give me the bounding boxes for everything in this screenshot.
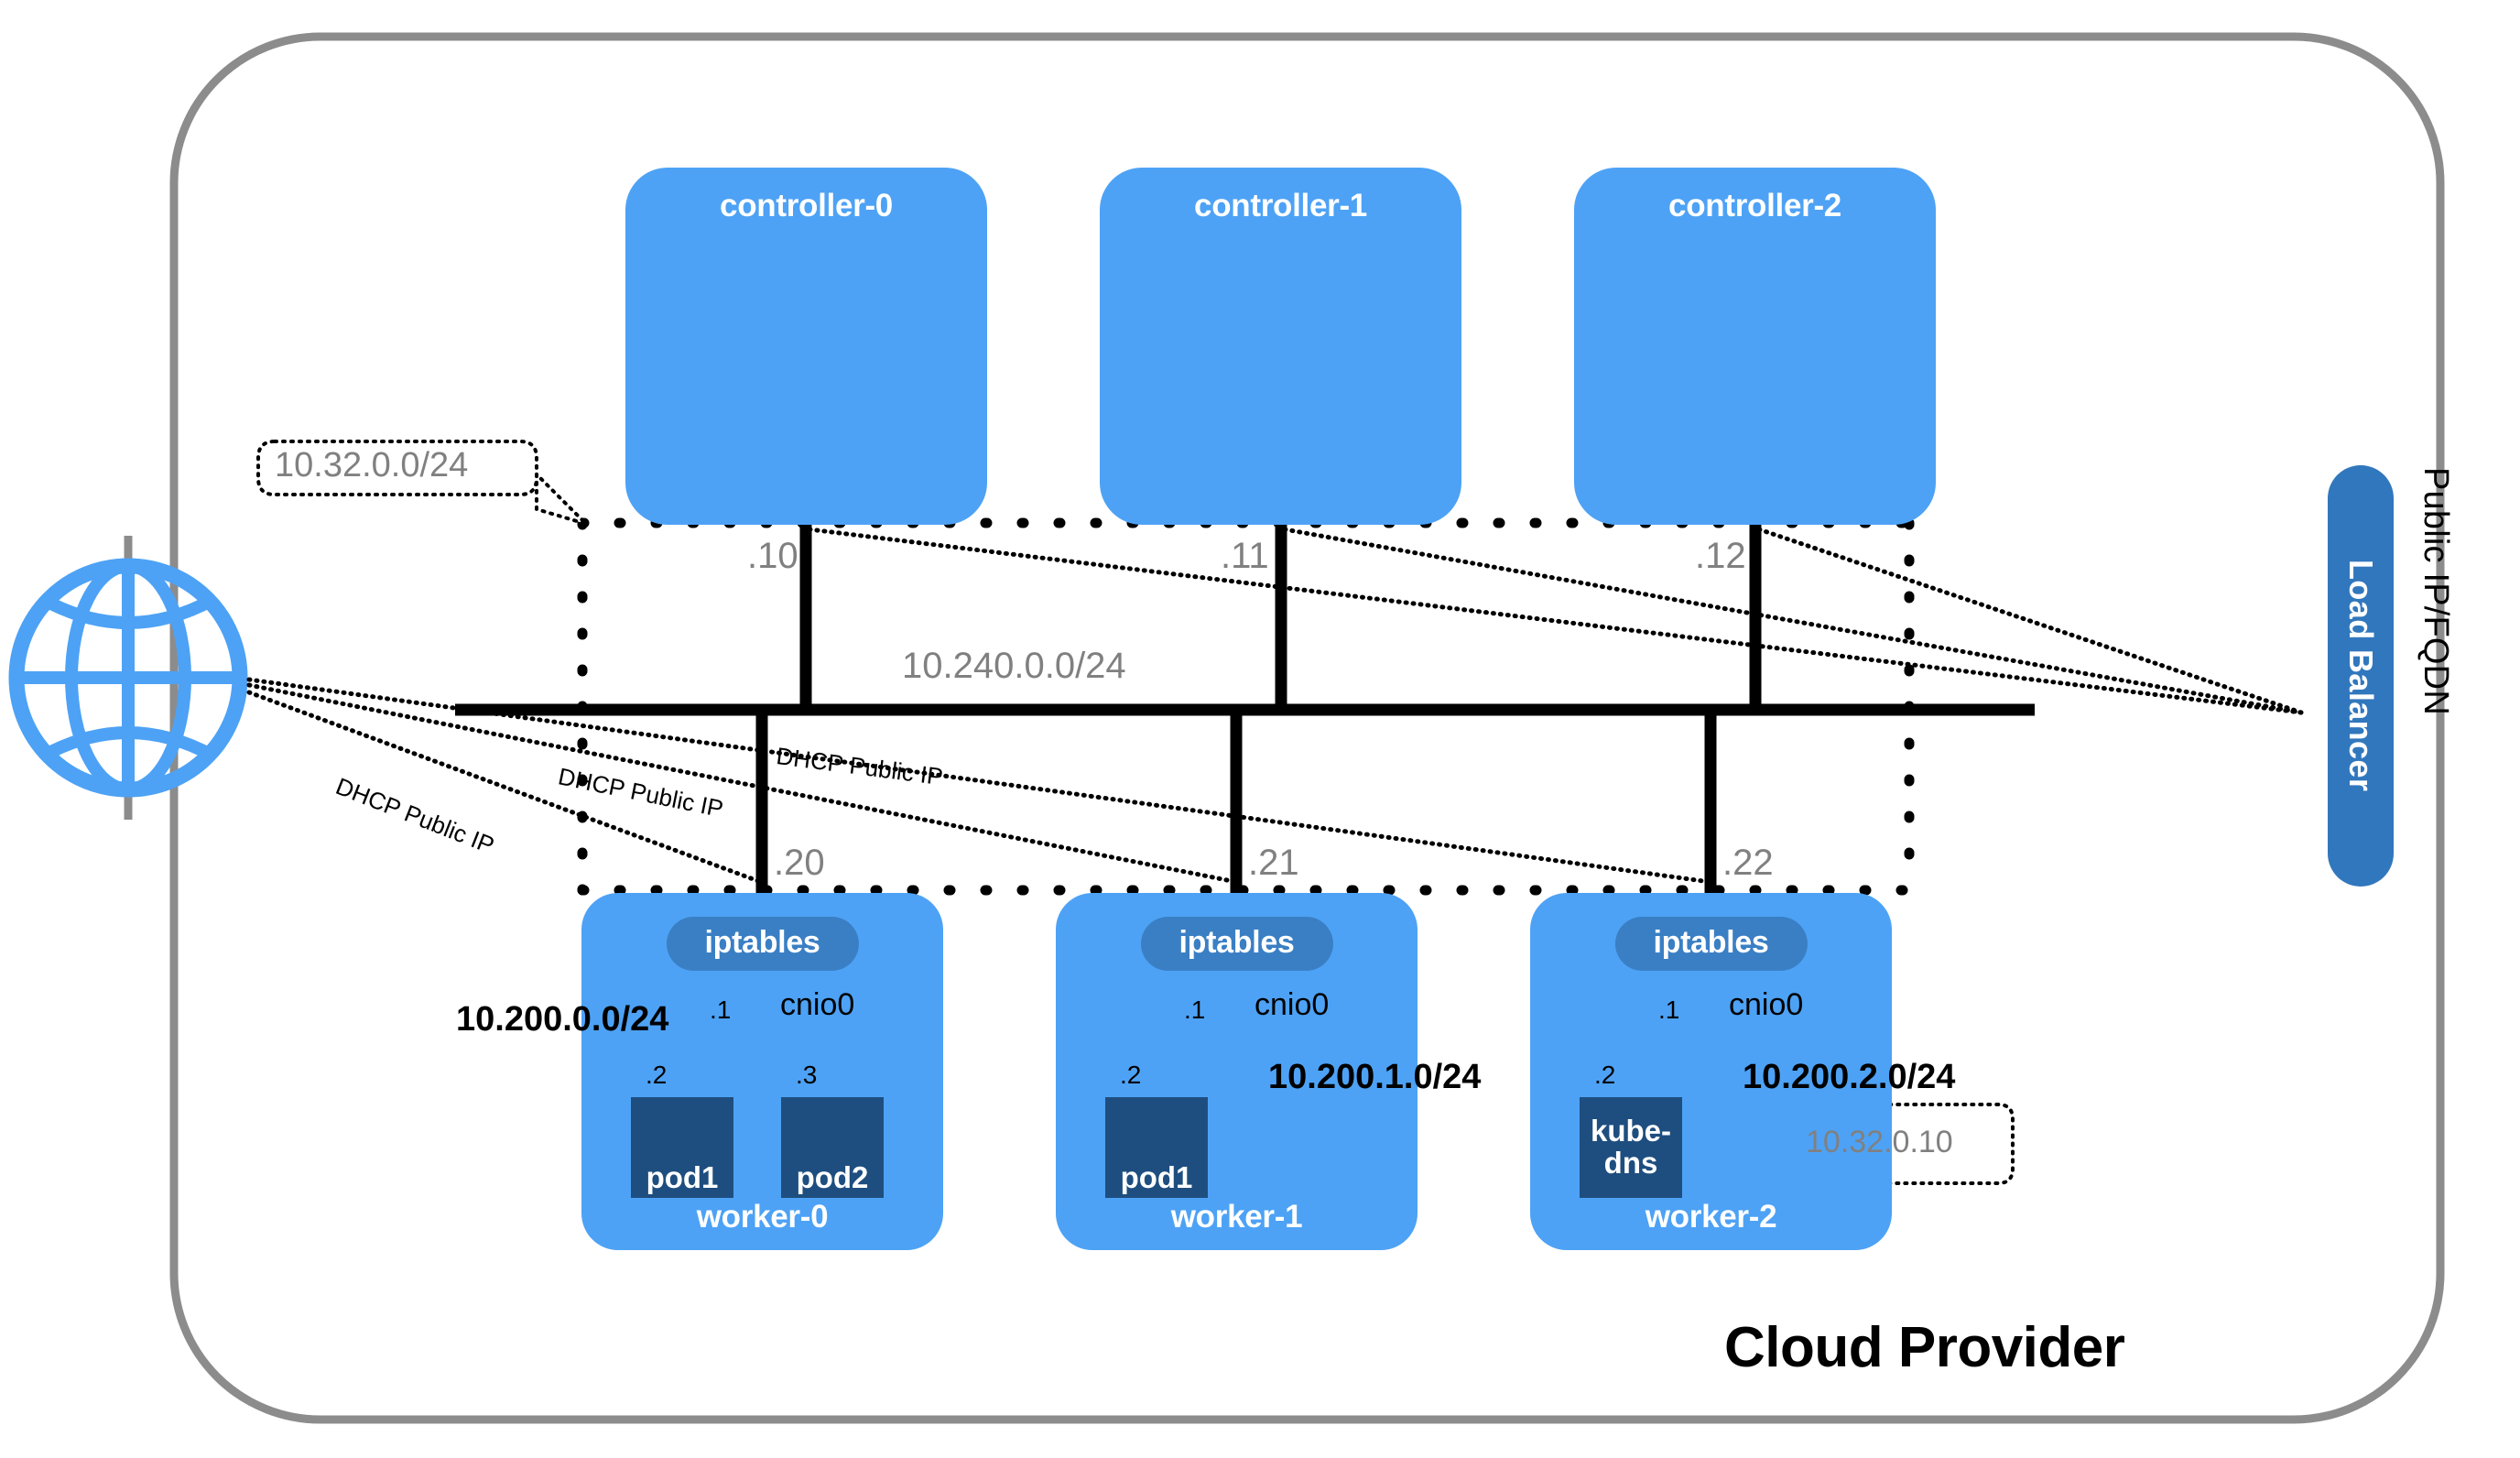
worker-2-pod1-octet: .2 bbox=[1594, 1061, 1616, 1089]
public-ip-fqdn-label: Public IP/FQDN bbox=[2417, 467, 2455, 715]
node-network-label: 10.240.0.0/24 bbox=[902, 646, 1126, 686]
controller-1-label: controller-1 bbox=[1194, 188, 1367, 223]
controller-2-ip-octet: .12 bbox=[1695, 536, 1746, 576]
pod-label-line2: dns bbox=[1603, 1146, 1658, 1180]
controller-0-label: controller-0 bbox=[720, 188, 893, 223]
worker-2-bridge-name: cnio0 bbox=[1729, 987, 1804, 1022]
controller-2-label: controller-2 bbox=[1668, 188, 1841, 223]
worker-2-pod-kube-dns[interactable]: kube- dns bbox=[1580, 1097, 1682, 1198]
worker-1-bridge-name: cnio0 bbox=[1255, 987, 1330, 1022]
globe-icon bbox=[8, 536, 248, 820]
worker-1-label: worker-1 bbox=[1170, 1199, 1303, 1235]
controller-1-ip-octet: .11 bbox=[1221, 536, 1269, 576]
worker-0-bridge-name: cnio0 bbox=[780, 987, 855, 1022]
load-balancer[interactable]: Load Balancer bbox=[2328, 465, 2394, 887]
worker-0-pod1-octet: .2 bbox=[646, 1061, 668, 1089]
pod-label: pod1 bbox=[1120, 1160, 1193, 1195]
worker-0-pod-subnet: 10.200.0.0/24 bbox=[456, 1000, 669, 1039]
loadbalancer-links bbox=[807, 527, 2304, 715]
worker-1-bridge-octet: .1 bbox=[1184, 996, 1206, 1024]
pod-label: pod1 bbox=[646, 1160, 719, 1195]
worker-1-pod1-octet: .2 bbox=[1120, 1061, 1142, 1089]
worker-2-label: worker-2 bbox=[1645, 1199, 1777, 1235]
worker-0-pod-pod2[interactable]: pod2 bbox=[781, 1097, 884, 1198]
service-cidr-callout-shape bbox=[256, 440, 588, 526]
worker-0-iptables-badge: iptables bbox=[666, 917, 859, 971]
service-cidr-callout-label: 10.32.0.0/24 bbox=[275, 446, 469, 484]
worker-2-bridge-octet: .1 bbox=[1658, 996, 1680, 1024]
controller-0-ip-octet: .10 bbox=[747, 536, 798, 576]
worker-0-pod2-octet: .3 bbox=[796, 1061, 818, 1089]
worker-2-ip-octet: .22 bbox=[1722, 843, 1774, 883]
pod-label-line1: kube- bbox=[1590, 1114, 1671, 1148]
worker-0-label: worker-0 bbox=[696, 1199, 829, 1235]
worker-1-pod-pod1[interactable]: pod1 bbox=[1105, 1097, 1208, 1198]
controller-node-2[interactable]: controller-2 bbox=[1574, 168, 1936, 525]
worker-2-iptables-badge: iptables bbox=[1614, 917, 1808, 971]
worker-2-pod-subnet: 10.200.2.0/24 bbox=[1743, 1058, 1956, 1096]
worker-0-bridge-octet: .1 bbox=[710, 996, 732, 1024]
worker-0-pod-pod1[interactable]: pod1 bbox=[631, 1097, 733, 1198]
controller-node-1[interactable]: controller-1 bbox=[1100, 168, 1461, 525]
worker-1-pod-subnet: 10.200.1.0/24 bbox=[1268, 1058, 1482, 1096]
controller-node-0[interactable]: controller-0 bbox=[625, 168, 987, 525]
dhcp-public-ip-links bbox=[246, 677, 1706, 884]
worker-1-ip-octet: .21 bbox=[1248, 843, 1299, 883]
worker-1-iptables-badge: iptables bbox=[1140, 917, 1333, 971]
kube-dns-service-ip-label: 10.32.0.10 bbox=[1806, 1125, 1953, 1159]
load-balancer-label: Load Balancer bbox=[2342, 560, 2380, 792]
cloud-provider-title: Cloud Provider bbox=[1724, 1316, 2125, 1379]
pod-label: pod2 bbox=[796, 1160, 869, 1195]
worker-0-ip-octet: .20 bbox=[774, 843, 825, 883]
